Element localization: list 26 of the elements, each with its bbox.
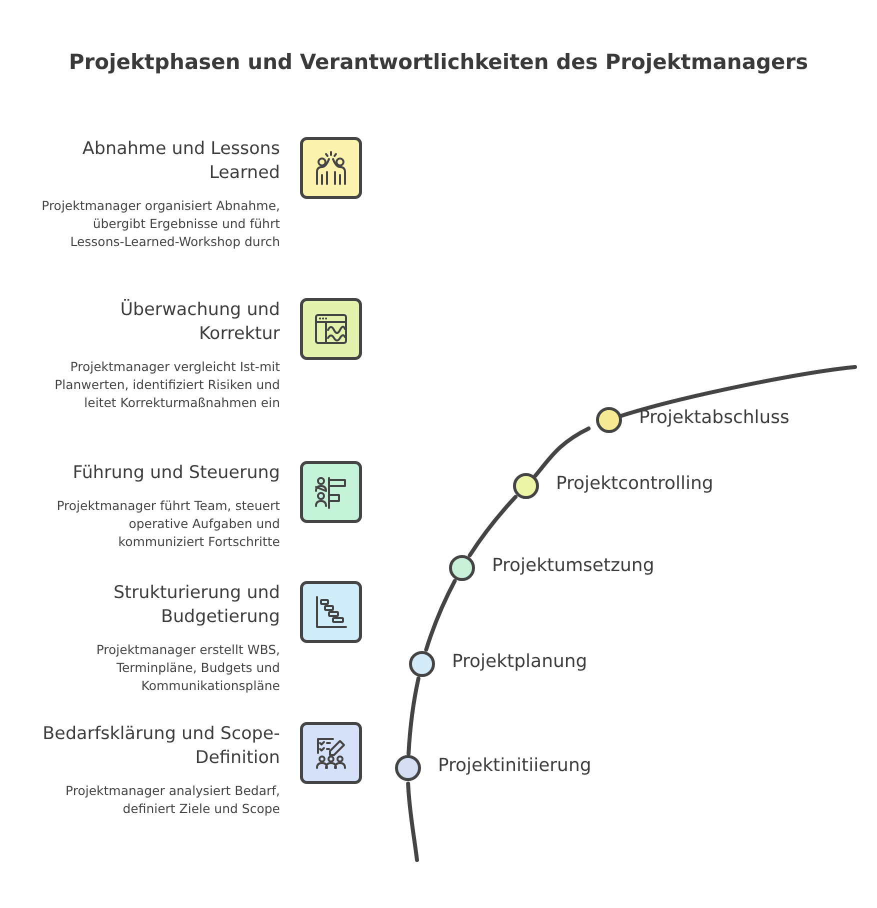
phase-label: Projektinitiierung <box>438 755 592 776</box>
timeline-dot <box>409 651 435 677</box>
phase-description: Projektmanager vergleicht Ist-mit Planwerten, identifiziert Risiken und leitet Korrekturmaßnahmen ein <box>54 358 280 412</box>
timeline-dot <box>596 407 622 433</box>
phase-description: Projektmanager erstellt WBS, Terminpläne, Budgets und Kommunikationspläne <box>95 641 280 695</box>
timeline-arc <box>468 494 518 558</box>
timeline-arc <box>533 426 591 478</box>
phase-label: Projektcontrolling <box>556 473 714 494</box>
phase-heading: Überwachung und Korrektur <box>119 298 280 346</box>
timeline-dot <box>449 555 475 581</box>
timeline-arc <box>406 782 419 862</box>
phase-heading: Bedarfsklärung und Scope-Definition <box>42 723 280 770</box>
phase-description: Projektmanager organisiert Abnahme, übergibt Ergebnisse und führt Lessons-Learned-Workshop durch <box>40 197 280 251</box>
phase-label: Projektplanung <box>452 651 588 672</box>
timeline-dot <box>395 755 421 781</box>
phase-description: Projektmanager analysiert Bedarf, definiert Ziele und Scope <box>64 782 280 818</box>
diagram-title: Projektphasen und Verantwortlichkeiten des Projektmanagers <box>68 50 810 74</box>
phase-heading: Strukturierung und Budgetierung <box>112 582 280 629</box>
phase-label: Projektumsetzung <box>492 555 654 576</box>
timeline-arc <box>406 676 420 756</box>
phase-description: Projektmanager führt Team, steuert operative Aufgaben und kommuniziert Fortschritte <box>56 497 280 551</box>
timeline-arc <box>424 579 457 652</box>
phase-heading: Abnahme und Lessons Learned <box>81 138 280 185</box>
phase-heading: Führung und Steuerung <box>72 462 280 485</box>
phase-label: Projektabschluss <box>639 407 790 428</box>
timeline-dot <box>513 473 539 499</box>
